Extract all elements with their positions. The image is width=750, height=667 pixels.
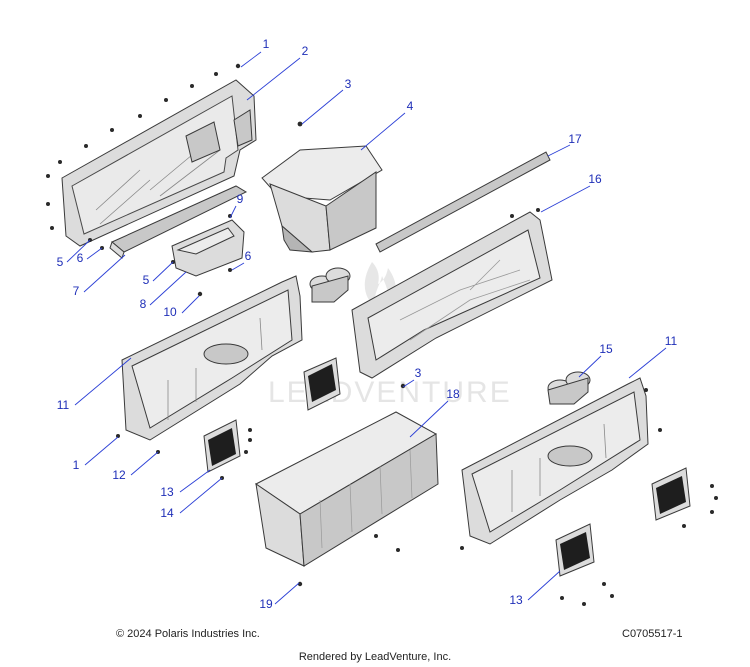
leader-line-5 bbox=[66, 239, 91, 263]
leader-line-12 bbox=[130, 451, 159, 476]
leader-line-5 bbox=[152, 261, 174, 282]
part-16-right-bulkhead-panel bbox=[351, 211, 553, 379]
leader-line-16 bbox=[540, 185, 591, 213]
part-11-right-side-panel bbox=[461, 377, 649, 545]
leader-line-7 bbox=[83, 254, 126, 293]
part-17-trim-strip bbox=[375, 151, 551, 253]
leader-line-4 bbox=[360, 112, 406, 151]
part-11-left-side-panel bbox=[121, 275, 303, 441]
callout-label-6[interactable]: 6 bbox=[245, 249, 252, 263]
callout-label-14[interactable]: 14 bbox=[160, 506, 174, 520]
callout-label-16[interactable]: 16 bbox=[588, 172, 602, 186]
callout-label-3[interactable]: 3 bbox=[415, 366, 422, 380]
callout-label-11[interactable]: 11 bbox=[57, 398, 70, 412]
leader-line-11 bbox=[628, 347, 667, 379]
leader-line-3 bbox=[402, 379, 415, 388]
leader-line-11 bbox=[74, 357, 132, 406]
leader-line-2 bbox=[246, 57, 301, 101]
callout-label-7[interactable]: 7 bbox=[73, 284, 80, 298]
callout-label-10[interactable]: 10 bbox=[163, 305, 177, 319]
leader-line-18 bbox=[409, 400, 449, 438]
rendered-by-text: Rendered by LeadVenture, Inc. bbox=[298, 651, 452, 663]
callout-label-13[interactable]: 13 bbox=[160, 485, 174, 499]
part-15-cupholder-right bbox=[547, 371, 591, 405]
leader-line-8 bbox=[149, 271, 187, 306]
leader-line-13 bbox=[527, 570, 561, 601]
callout-label-9[interactable]: 9 bbox=[237, 192, 244, 206]
leader-line-1 bbox=[84, 436, 119, 466]
callout-label-1[interactable]: 1 bbox=[263, 37, 270, 51]
callout-label-8[interactable]: 8 bbox=[140, 297, 147, 311]
part-13-vent-grille-left bbox=[203, 419, 241, 473]
leader-line-6 bbox=[86, 247, 103, 260]
drawing-number: C0705517-1 bbox=[622, 628, 683, 640]
leader-line-19 bbox=[274, 582, 300, 605]
part-2-rear-bulkhead-panel bbox=[61, 79, 257, 247]
callout-label-11[interactable]: 11 bbox=[665, 334, 678, 348]
callout-label-3[interactable]: 3 bbox=[345, 77, 352, 91]
leader-line-9 bbox=[229, 205, 237, 219]
leader-line-10 bbox=[181, 295, 200, 314]
copyright-text: © 2024 Polaris Industries Inc. bbox=[116, 628, 260, 640]
cupholder-left bbox=[309, 267, 351, 303]
part-8-cover-housing bbox=[171, 219, 245, 277]
callout-label-5[interactable]: 5 bbox=[57, 255, 64, 269]
callout-label-1[interactable]: 1 bbox=[73, 458, 80, 472]
leader-line-14 bbox=[179, 477, 223, 514]
leader-line-1 bbox=[240, 51, 262, 68]
callout-label-4[interactable]: 4 bbox=[407, 99, 414, 113]
callout-label-19[interactable]: 19 bbox=[259, 597, 273, 611]
callout-label-18[interactable]: 18 bbox=[446, 387, 460, 401]
part-4-storage-bin bbox=[261, 145, 383, 253]
callout-label-15[interactable]: 15 bbox=[599, 342, 613, 356]
leader-line-6 bbox=[231, 262, 245, 271]
leader-line-17 bbox=[547, 144, 571, 157]
callout-label-17[interactable]: 17 bbox=[568, 132, 582, 146]
leader-lines bbox=[66, 51, 667, 605]
vent-grille-center bbox=[303, 357, 341, 411]
part-13-vent-grille-bottom bbox=[555, 523, 595, 577]
vent-grille-right bbox=[651, 467, 691, 521]
callout-label-13[interactable]: 13 bbox=[509, 593, 523, 607]
leader-line-15 bbox=[578, 355, 602, 378]
part-18-storage-tub bbox=[255, 411, 439, 567]
callout-label-5[interactable]: 5 bbox=[143, 273, 150, 287]
callout-label-2[interactable]: 2 bbox=[302, 44, 309, 58]
callout-label-6[interactable]: 6 bbox=[77, 251, 84, 265]
leader-line-13 bbox=[179, 469, 211, 493]
fasteners bbox=[46, 63, 718, 606]
leader-line-3 bbox=[301, 89, 344, 125]
callout-label-12[interactable]: 12 bbox=[112, 468, 126, 482]
